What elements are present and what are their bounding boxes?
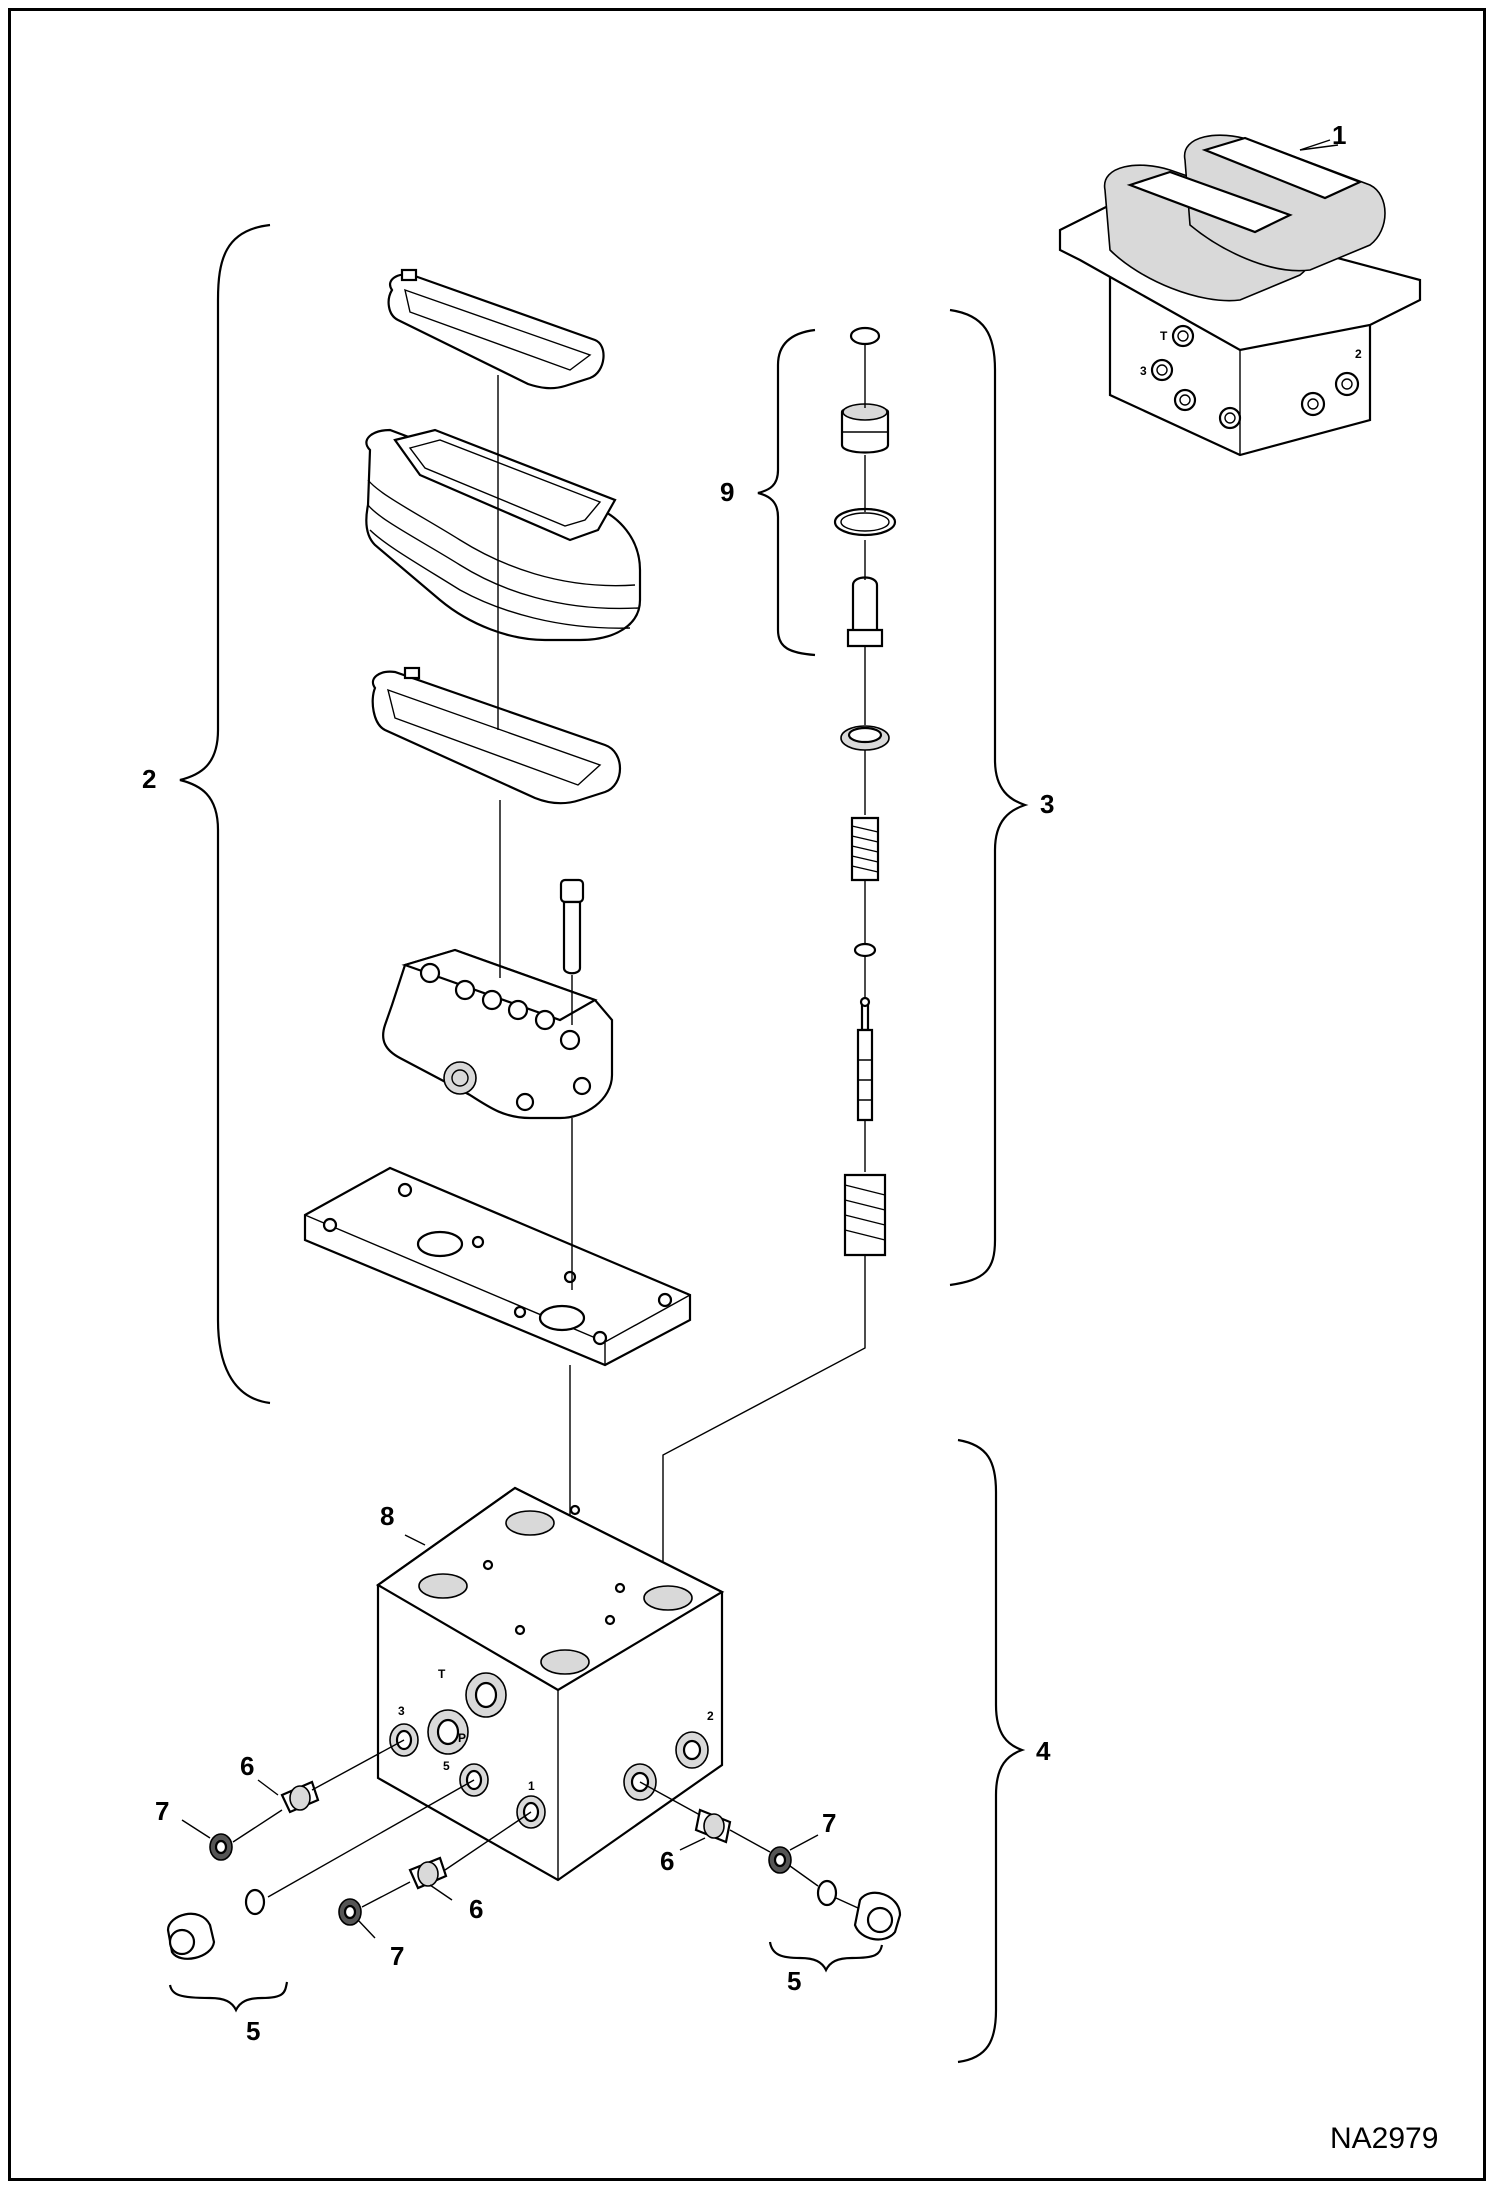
drawing-code: NA2979 <box>1330 2122 1438 2155</box>
brace-2 <box>179 223 271 1405</box>
assembled-control-valve: T 3 2 <box>1058 134 1422 457</box>
port-label-p: P <box>458 1731 466 1745</box>
callout-6-mid: 6 <box>469 1894 483 1924</box>
cap-screw <box>559 878 585 975</box>
port-label-2: 2 <box>707 1709 714 1723</box>
port-label-t: T <box>438 1667 446 1681</box>
callout-3: 3 <box>1040 789 1054 819</box>
callout-2: 2 <box>142 764 156 794</box>
lower-fittings <box>166 1780 902 1960</box>
mounting-plate <box>303 1166 692 1367</box>
callout-7-right: 7 <box>822 1808 836 1838</box>
callout-8: 8 <box>380 1501 394 1531</box>
port-label-3: 3 <box>398 1704 405 1718</box>
valve-body: T P 3 5 1 2 <box>375 1486 725 1882</box>
brace-4 <box>957 1438 1026 2064</box>
callout-5-right: 5 <box>787 1966 801 1996</box>
port-label-5: 5 <box>443 1759 450 1773</box>
rubber-boot <box>365 428 642 642</box>
callout-1: 1 <box>1332 120 1346 150</box>
brace-9 <box>757 328 816 657</box>
callout-6-top: 6 <box>240 1751 254 1781</box>
cam-housing <box>382 948 614 1120</box>
callout-9: 9 <box>720 477 734 507</box>
callout-7-left: 7 <box>155 1796 169 1826</box>
brace-3 <box>949 308 1029 1287</box>
port-label-2-assembly: 2 <box>1355 347 1362 361</box>
drawing-border <box>8 8 1486 2181</box>
port-label-1: 1 <box>528 1779 535 1793</box>
callout-7-mid: 7 <box>390 1941 404 1971</box>
callout-5-left: 5 <box>246 2016 260 2046</box>
lower-gasket <box>371 666 621 805</box>
port-label-t-assembly: T <box>1160 329 1168 343</box>
callout-4: 4 <box>1036 1736 1051 1766</box>
callout-6-right: 6 <box>660 1846 674 1876</box>
port-label-3-assembly: 3 <box>1140 364 1147 378</box>
upper-gasket <box>387 268 605 390</box>
